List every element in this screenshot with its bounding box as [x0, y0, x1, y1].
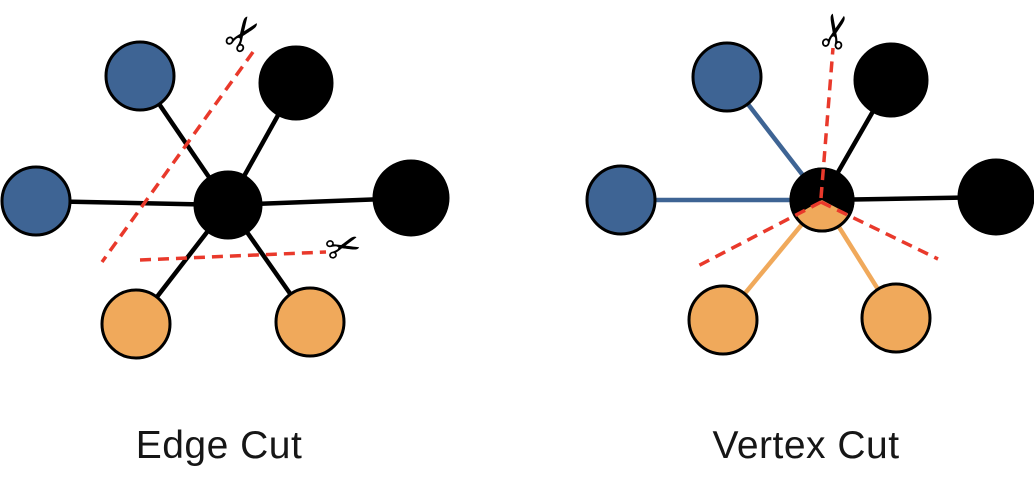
node-blue-left [0, 165, 72, 237]
node-center-orange-part [795, 200, 850, 231]
node-blue-topleft [104, 40, 176, 112]
node-orange-bottomright [274, 286, 346, 358]
node-orange-bottomleft [687, 284, 759, 356]
vertex-cut-label: Vertex Cut [712, 424, 900, 467]
cut-line-horizontal [139, 250, 327, 262]
cut-line-diagonal [100, 50, 255, 264]
vertex-cut-diagram: ✂ [585, 7, 1034, 356]
cut-line-up [819, 47, 835, 199]
node-blue-topleft [691, 41, 763, 113]
node-black-right [957, 158, 1034, 236]
cut-line-downleft [695, 200, 822, 269]
node-black-topright [258, 45, 334, 121]
scissors-icon: ✂ [210, 3, 276, 66]
cut-line-downright [820, 200, 939, 261]
node-black-topright [853, 42, 929, 118]
edge-cut-diagram: ✂ ✂ [0, 3, 450, 360]
edge-cut-label: Edge Cut [135, 424, 303, 467]
node-black-center [193, 170, 263, 240]
node-orange-bottomright [860, 282, 932, 354]
node-black-right [372, 159, 450, 237]
scissors-icon: ✂ [805, 7, 866, 56]
node-orange-bottomleft [100, 288, 172, 360]
scissors-icon: ✂ [320, 219, 367, 275]
node-blue-left [585, 164, 657, 236]
